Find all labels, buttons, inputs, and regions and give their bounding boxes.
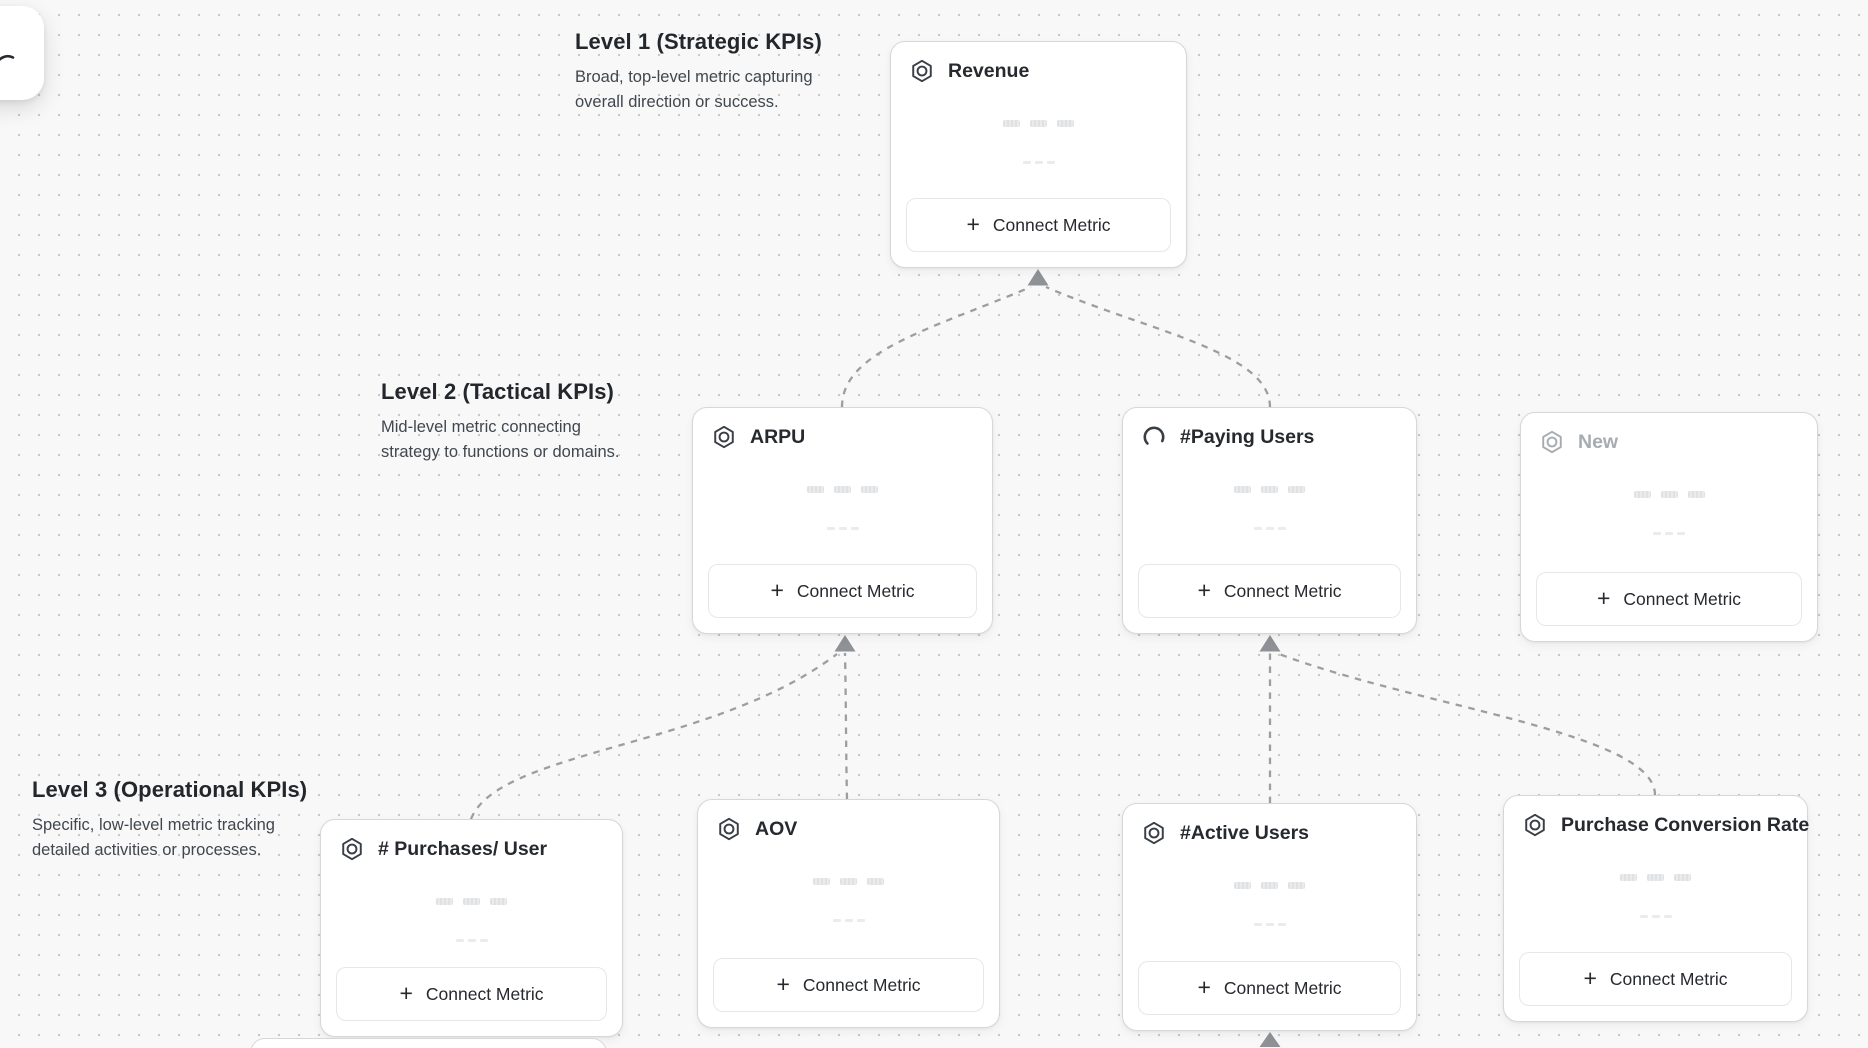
metric-card-header: Revenue [891,42,1186,100]
plus-icon: + [1197,973,1211,1000]
plus-icon: + [770,576,784,603]
metric-value-skeleton [891,120,1186,127]
level-1-label: Level 1 (Strategic KPIs) Broad, top-leve… [575,29,822,115]
connector-arpu-to-revenue [840,285,1032,408]
hexagon-icon [716,816,742,842]
metric-card-header: AOV [698,800,999,858]
metric-card-title: New [1578,430,1619,453]
hexagon-icon [909,58,935,84]
plus-icon: + [399,979,413,1006]
metric-trend-skeleton [891,161,1186,164]
connect-metric-button[interactable]: + Connect Metric [906,198,1171,252]
connect-metric-label: Connect Metric [802,974,921,995]
arrowhead-into-paying-users [1259,635,1281,652]
level-2-label: Level 2 (Tactical KPIs) Mid-level metric… [381,379,619,465]
plus-icon: + [1197,576,1211,603]
arrowhead-into-revenue [1027,269,1049,286]
metric-card-header: #Active Users [1123,804,1416,862]
level-3-label: Level 3 (Operational KPIs) Specific, low… [32,777,307,863]
connect-metric-label: Connect Metric [1223,977,1342,998]
connect-metric-button[interactable]: + Connect Metric [1519,952,1792,1006]
hexagon-icon [339,836,365,862]
level-2-title: Level 2 (Tactical KPIs) [381,379,614,404]
metric-trend-skeleton [1521,532,1817,535]
metric-card-title: #Paying Users [1180,425,1315,448]
hexagon-icon [1539,429,1565,455]
metric-card-paying-users[interactable]: #Paying Users + Connect Metric [1122,407,1417,634]
metric-trend-skeleton [693,527,992,530]
metric-card-aov[interactable]: AOV + Connect Metric [697,799,1000,1028]
level-1-description: Broad, top-level metric capturing overal… [575,68,813,111]
connect-metric-label: Connect Metric [1623,588,1742,609]
metric-card-title: Revenue [948,59,1030,82]
metric-card-active-users[interactable]: #Active Users + Connect Metric [1122,803,1417,1031]
metric-card-title: ARPU [750,425,806,448]
plus-icon: + [776,970,790,997]
connect-metric-button[interactable]: + Connect Metric [708,564,977,618]
metric-card-arpu[interactable]: ARPU + Connect Metric [692,407,993,634]
metric-card-title: AOV [755,817,798,840]
connector-purchase-conversion-to-paying-users [1278,652,1657,796]
level-3-description: Specific, low-level metric tracking deta… [32,816,275,859]
connect-metric-button[interactable]: + Connect Metric [1536,572,1802,626]
connect-metric-label: Connect Metric [992,214,1111,235]
plus-icon: + [1596,584,1611,611]
plus-icon: + [1583,964,1597,991]
connector-purchases-to-arpu [469,653,838,820]
hexagon-icon [711,424,737,450]
metric-value-skeleton [321,898,622,905]
level-2-description: Mid-level metric connecting strategy to … [381,418,620,461]
metric-card-title: Purchase Conversion Rate [1561,813,1810,836]
tool-button[interactable] [0,6,44,100]
metric-card-purchase-conversion-rate[interactable]: Purchase Conversion Rate + Connect Metri… [1503,795,1810,1022]
metric-value-skeleton [698,878,999,885]
hexagon-icon [1141,820,1167,846]
metric-card-header: #Paying Users [1123,408,1416,466]
cursor-icon [0,54,15,61]
partial-offscreen-card[interactable] [250,1038,607,1048]
connect-metric-label: Connect Metric [1223,580,1342,601]
metric-value-skeleton [1521,491,1817,498]
hexagon-icon [1522,812,1548,838]
metric-value-skeleton [1504,874,1807,881]
connect-metric-button[interactable]: + Connect Metric [713,958,984,1012]
metric-card-header: ARPU [693,408,992,466]
metric-trend-skeleton [1504,915,1807,918]
connect-metric-button[interactable]: + Connect Metric [1138,564,1401,618]
connector-aov-to-arpu [843,652,849,800]
metric-value-skeleton [1123,882,1416,889]
arrowhead-into-active-users [1259,1032,1281,1047]
metric-value-skeleton [1123,486,1416,493]
metric-card-title: # Purchases/ User [378,837,548,860]
metric-card-header: # Purchases/ User [321,820,622,878]
metric-value-skeleton [693,486,992,493]
connector-offscreen-to-active-users [1264,1038,1270,1048]
spinner-icon [1141,424,1167,450]
metric-trend-skeleton [321,939,622,942]
metric-card-title: #Active Users [1180,821,1309,844]
connect-metric-label: Connect Metric [1609,968,1728,989]
metric-trend-skeleton [1123,527,1416,530]
metric-card-header: Purchase Conversion Rate [1504,796,1810,854]
connector-paying-users-to-revenue [1045,285,1272,408]
connect-metric-button[interactable]: + Connect Metric [336,967,607,1021]
connect-metric-label: Connect Metric [796,580,915,601]
metric-trend-skeleton [1123,923,1416,926]
metric-card-header: New [1521,413,1817,471]
level-3-title: Level 3 (Operational KPIs) [32,777,308,802]
connect-metric-label: Connect Metric [425,983,544,1004]
metric-card-purchases-per-user[interactable]: # Purchases/ User + Connect Metric [320,819,623,1037]
metric-card-new[interactable]: New + Connect Metric [1520,412,1818,642]
metric-card-revenue[interactable]: Revenue + Connect Metric [890,41,1187,268]
plus-icon: + [966,210,980,237]
connect-metric-button[interactable]: + Connect Metric [1138,961,1401,1015]
level-1-title: Level 1 (Strategic KPIs) [575,29,822,54]
arrowhead-into-arpu [834,635,856,652]
metric-trend-skeleton [698,919,999,922]
